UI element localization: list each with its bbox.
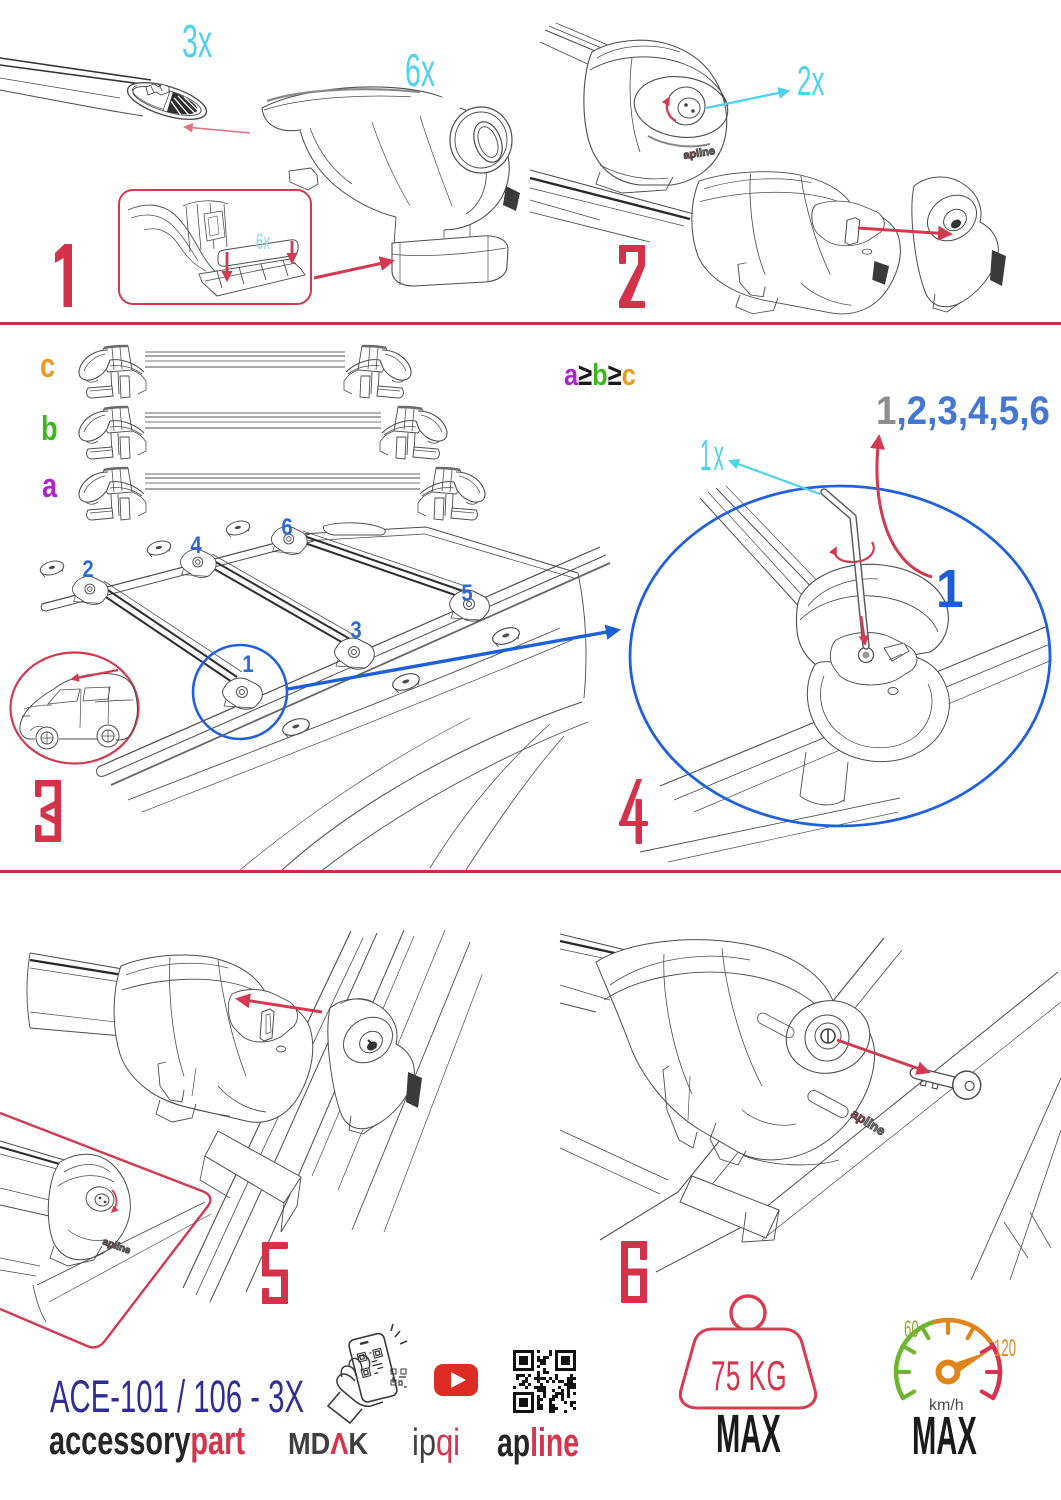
- svg-text:60: 60: [904, 1316, 919, 1343]
- svg-text:apline: apline: [683, 145, 716, 162]
- svg-text:1: 1: [936, 558, 964, 618]
- svg-text:MDΛK: MDΛK: [288, 1426, 369, 1461]
- svg-text:1x: 1x: [700, 431, 724, 480]
- svg-text:3: 3: [350, 616, 361, 643]
- svg-text:a: a: [42, 466, 58, 505]
- svg-text:apline: apline: [848, 1106, 888, 1139]
- svg-text:b: b: [41, 409, 58, 448]
- svg-text:120: 120: [994, 1335, 1016, 1362]
- svg-text:6x: 6x: [256, 230, 270, 254]
- svg-text:3x: 3x: [182, 16, 212, 68]
- svg-text:km/h: km/h: [929, 1397, 964, 1414]
- svg-text:accessorypart: accessorypart: [49, 1419, 245, 1463]
- svg-text:1: 1: [242, 650, 253, 677]
- svg-text:5: 5: [461, 579, 472, 606]
- svg-text:MAX: MAX: [912, 1407, 977, 1467]
- svg-text:4: 4: [190, 531, 202, 558]
- svg-text:2x: 2x: [797, 58, 825, 105]
- svg-text:75 KG: 75 KG: [711, 1353, 787, 1400]
- svg-text:6x: 6x: [405, 45, 435, 97]
- svg-text:ACE-101 / 106 - 3X: ACE-101 / 106 - 3X: [50, 1371, 304, 1422]
- svg-text:MAX: MAX: [716, 1405, 781, 1465]
- svg-text:ipqi: ipqi: [412, 1422, 460, 1464]
- svg-text:2: 2: [82, 555, 93, 582]
- svg-text:6: 6: [281, 513, 292, 540]
- svg-text:a≥b≥c: a≥b≥c: [564, 358, 636, 393]
- svg-text:1,2,3,4,5,6: 1,2,3,4,5,6: [876, 389, 1050, 434]
- svg-text:apline: apline: [497, 1421, 579, 1465]
- svg-text:c: c: [40, 346, 55, 385]
